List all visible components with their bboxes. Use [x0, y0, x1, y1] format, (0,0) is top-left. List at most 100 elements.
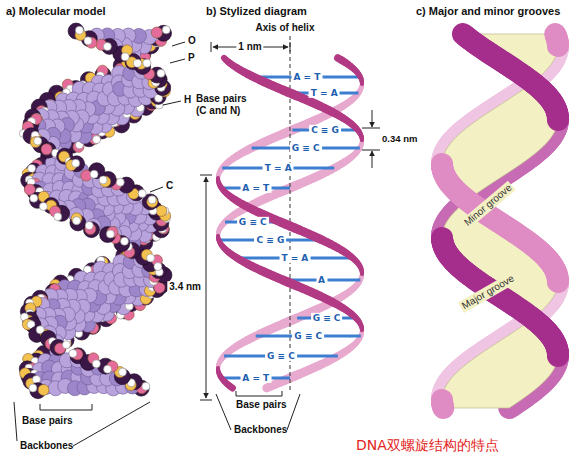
base-plane-band: [442, 34, 558, 408]
atom-label: C: [166, 180, 173, 192]
stylized-helix: [218, 36, 362, 392]
atom-sphere: [93, 136, 101, 144]
atom-sphere: [121, 53, 129, 61]
backbone-ribbon: [267, 386, 272, 388]
backbone-ribbon: [360, 328, 364, 330]
atom-label: P: [188, 52, 195, 64]
part-label: Base pairs: [22, 415, 73, 427]
atom-sphere: [151, 27, 162, 38]
atom-sphere: [83, 222, 99, 238]
atom-label: H: [184, 94, 191, 106]
part-label: Base pairs: [236, 399, 287, 411]
atom-sphere: [116, 178, 124, 186]
atom-sphere: [29, 384, 37, 392]
atom-sphere: [133, 59, 141, 67]
dimension-label: 0.34 nm: [382, 134, 417, 145]
base-pair-label: G ≡ C: [237, 217, 269, 227]
panel-heading: a) Molecular model: [6, 5, 106, 18]
dimension-arrow: [206, 177, 207, 398]
atom-label: O: [188, 35, 196, 47]
atom-sphere: [143, 59, 151, 67]
dimension-label: 1 nm: [236, 41, 263, 53]
atom-sphere: [62, 341, 70, 349]
base-pair-label: G ≡ C: [292, 331, 324, 341]
atom-sphere: [75, 26, 83, 34]
base-pair-label: C ≡ G: [309, 125, 341, 135]
base-pair-label: A = T: [292, 72, 323, 82]
atom-sphere: [84, 37, 92, 45]
atom-sphere: [90, 170, 98, 178]
atom-sphere: [92, 360, 100, 368]
backbone-band: [547, 118, 569, 120]
base-pair-label: A = T: [240, 183, 271, 193]
atom-sphere: [156, 205, 167, 216]
atom-sphere: [103, 43, 111, 51]
backbone-ribbon: [360, 138, 364, 140]
leader-line: [150, 187, 163, 192]
backbone-band: [432, 406, 455, 408]
leader-line: [172, 42, 185, 46]
atom-sphere: [148, 196, 156, 204]
atom-sphere: [142, 382, 150, 390]
atom-sphere: [41, 144, 52, 155]
base-pair-label: G ≡ C: [290, 143, 322, 153]
atom-sphere: [147, 254, 155, 262]
figure-caption: DNA双螺旋结构的特点: [356, 437, 499, 453]
bracket-line: [362, 128, 380, 129]
backbone-band: [547, 354, 569, 356]
dimension-arrow: [372, 151, 373, 168]
bracket-line: [290, 42, 291, 52]
atom-sphere: [30, 137, 41, 148]
panel-heading: c) Major and minor grooves: [416, 5, 560, 18]
atom-sphere: [100, 176, 111, 187]
axis-label: Axis of helix: [256, 22, 315, 34]
base-pair-label: C ≡ G: [255, 235, 287, 245]
backbone-ribbon: [230, 386, 233, 388]
part-label: Base pairs (C and N): [196, 93, 252, 116]
bracket-line: [200, 400, 212, 401]
base-pair-label: T = A: [279, 253, 310, 263]
leader-line: [287, 394, 300, 430]
molecular-model: [19, 23, 172, 399]
atom-sphere: [39, 202, 47, 210]
part-label: Backbones: [234, 424, 287, 436]
backbone-ribbon: [360, 82, 364, 84]
atom-sphere: [162, 26, 170, 34]
atom-sphere: [71, 213, 82, 224]
base-pair-label: A: [316, 275, 327, 285]
bracket-line: [211, 42, 212, 52]
atom-sphere: [72, 159, 80, 167]
atom-sphere: [120, 237, 128, 245]
bracket-line: [236, 391, 282, 396]
atom-sphere: [54, 213, 62, 221]
backbone-band: [547, 44, 569, 46]
dimension-arrow: [372, 110, 373, 127]
part-label: Backbones: [20, 440, 73, 452]
panel-heading: b) Stylized diagram: [206, 5, 307, 18]
leader-line: [14, 402, 17, 441]
backbone-ribbon: [360, 272, 364, 274]
backbone-band: [547, 280, 569, 282]
base-pair-label: A = T: [240, 373, 271, 383]
atom-sphere: [154, 263, 162, 271]
atom-sphere: [85, 222, 93, 230]
atom-sphere: [138, 190, 146, 198]
annotation-lines: [14, 42, 380, 446]
bracket-line: [40, 404, 92, 410]
atom-sphere: [99, 176, 107, 184]
base-pair-label: T = A: [309, 88, 340, 98]
base-pair-label: G ≡ C: [311, 313, 343, 323]
atom-sphere: [69, 349, 77, 357]
atom-sphere: [38, 384, 49, 395]
atom-sphere: [104, 365, 112, 373]
atom-sphere: [28, 164, 36, 172]
atom-sphere: [73, 217, 81, 225]
atom-sphere: [157, 69, 165, 77]
base-pair-label: G ≡ C: [265, 351, 297, 361]
bracket-line: [200, 175, 212, 176]
leader-line: [170, 59, 185, 63]
bracket-line: [362, 150, 380, 151]
leader-line: [163, 101, 181, 105]
